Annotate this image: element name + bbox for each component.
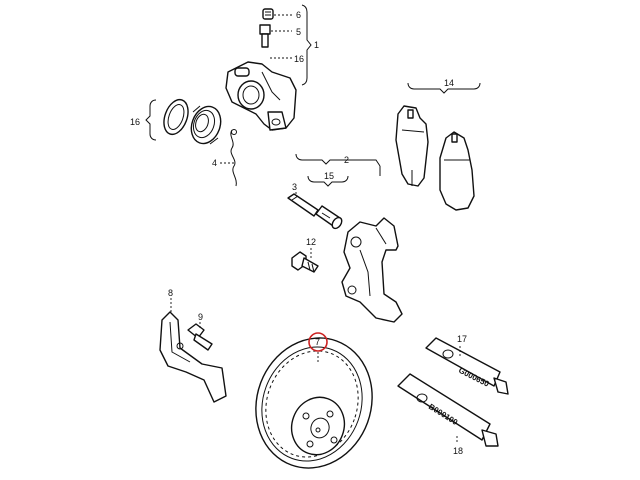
- seal-ring[interactable]: [160, 96, 193, 137]
- callout-4: 4: [212, 158, 217, 168]
- caliper-housing[interactable]: [225, 57, 297, 131]
- brake-pad-outer[interactable]: [439, 131, 475, 211]
- callout-12: 12: [306, 237, 316, 247]
- brake-disc-7[interactable]: [238, 321, 390, 480]
- piston[interactable]: [186, 102, 225, 147]
- bracket-group-14: [407, 82, 481, 94]
- grease-tube-17[interactable]: G000650: [425, 337, 509, 395]
- callout-2: 2: [344, 155, 349, 165]
- callout-17: 17: [457, 334, 467, 344]
- caliper-carrier[interactable]: [341, 217, 403, 323]
- bracket-group-2: [295, 153, 381, 176]
- guide-sleeve[interactable]: [315, 205, 344, 230]
- callout-15: 15: [324, 171, 334, 181]
- bolt-9[interactable]: [187, 322, 213, 351]
- carrier-bolt-12[interactable]: [291, 248, 319, 273]
- callout-1: 1: [314, 40, 319, 50]
- callout-16-upper: 16: [294, 54, 304, 64]
- callout-16-left: 16: [130, 117, 140, 127]
- guide-bolt-3[interactable]: [287, 192, 319, 217]
- callout-7-highlight[interactable]: 7: [308, 332, 328, 352]
- bracket-group-1: [301, 4, 312, 86]
- callout-6: 6: [296, 10, 301, 20]
- bleeder-screw-5[interactable]: [259, 24, 292, 48]
- callout-8: 8: [168, 288, 173, 298]
- callout-3: 3: [292, 182, 297, 192]
- bracket-group-16: [145, 99, 157, 141]
- dust-cap-6[interactable]: [262, 8, 292, 20]
- callout-7: 7: [315, 337, 320, 347]
- callout-5: 5: [296, 27, 301, 37]
- callout-labels: 6 5 1 16 16 4 14 2 15 3 12 8 9 17 18: [130, 10, 467, 456]
- callout-9: 9: [198, 312, 203, 322]
- callout-18: 18: [453, 446, 463, 456]
- bracket-group-15: [307, 175, 349, 187]
- splash-shield-8[interactable]: [159, 298, 227, 403]
- spring-clip-4[interactable]: [220, 129, 237, 187]
- brake-pad-inner[interactable]: [395, 105, 429, 187]
- callout-14: 14: [444, 78, 454, 88]
